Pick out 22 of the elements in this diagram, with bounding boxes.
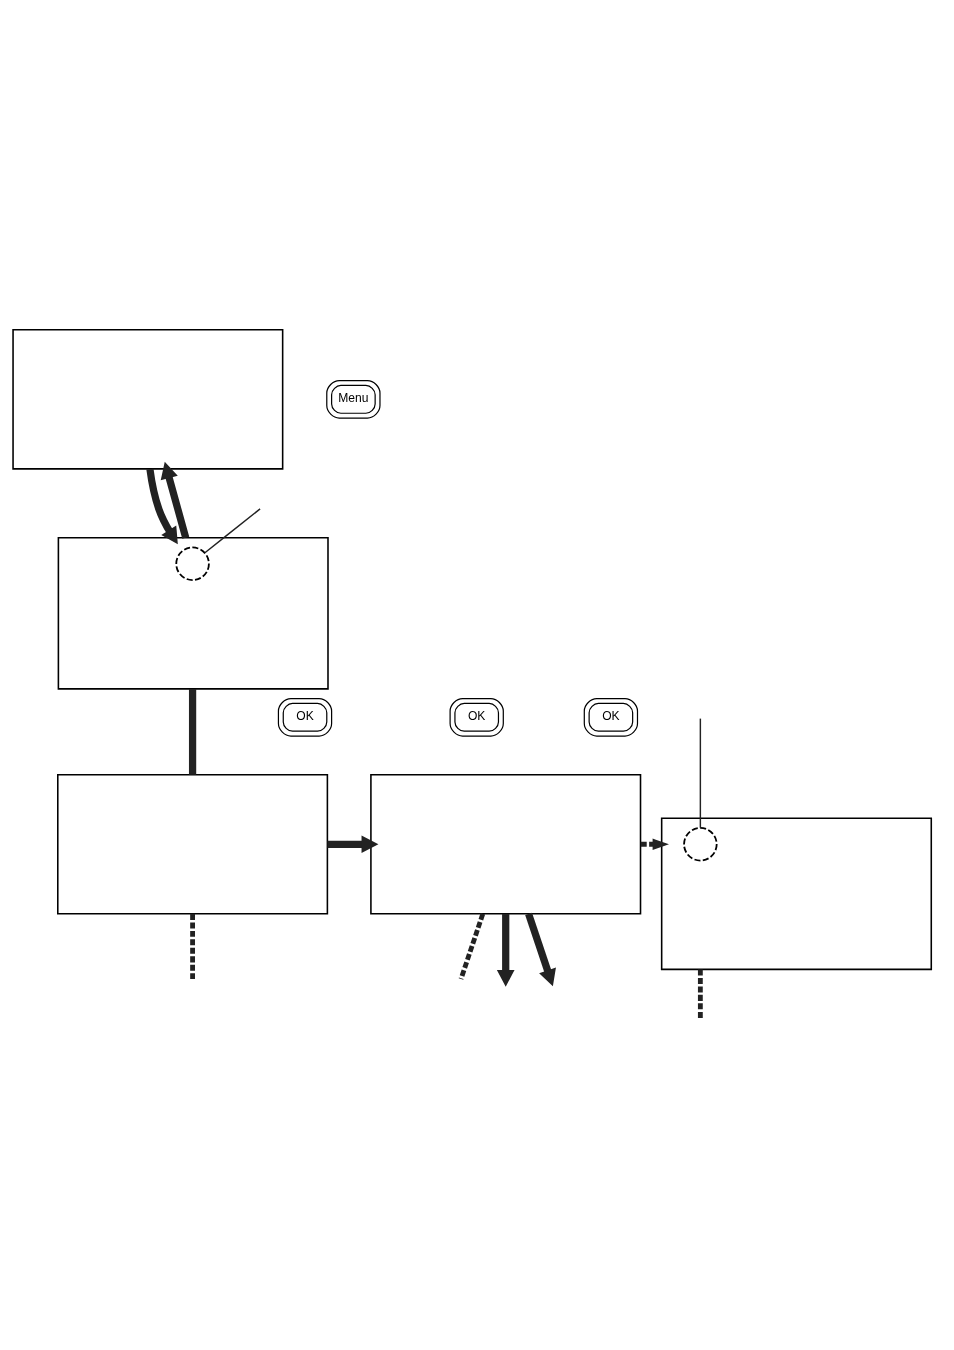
connector [204,508,261,554]
cluster [660,817,933,971]
node-box: Menu [326,380,381,419]
node-circle [175,546,210,581]
node-box: OK [449,697,504,737]
node-box [12,329,284,470]
node-box [57,773,329,915]
arrow [640,838,669,850]
node-box [370,773,642,915]
arrow [160,461,190,539]
node-box: OK [277,697,333,737]
node-box: OK [583,697,639,737]
connector [458,913,486,980]
arrow [525,912,556,987]
connector [188,688,197,775]
connector [190,913,195,979]
arrow [496,913,515,987]
arrow [146,468,178,545]
connector [699,717,702,829]
arrow [327,835,379,854]
connector [697,969,703,1019]
node-circle [683,827,718,862]
